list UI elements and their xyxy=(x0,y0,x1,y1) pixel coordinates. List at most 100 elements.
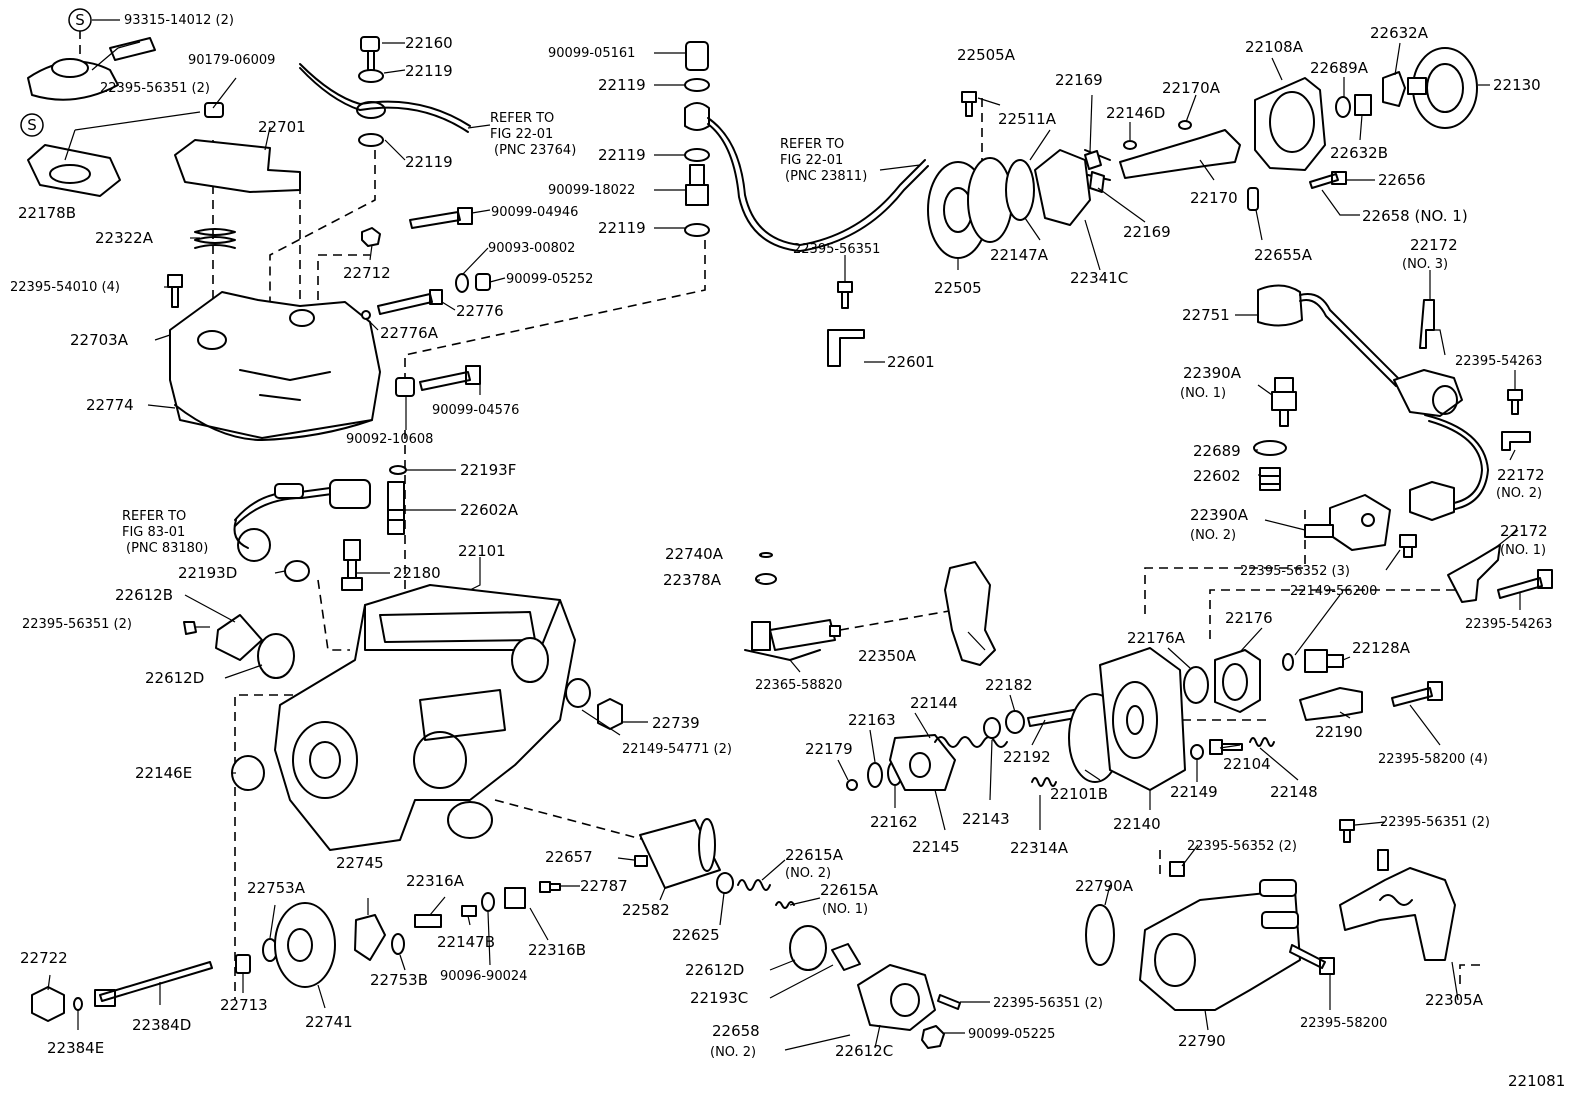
part-label: 22722 xyxy=(20,949,68,967)
part-label: 90092-10608 xyxy=(346,432,433,447)
ring-22612d-sketch xyxy=(257,633,295,679)
key-22169b-sketch xyxy=(1089,171,1105,193)
cover-22612c-sketch xyxy=(857,964,936,1031)
part-label: 22316B xyxy=(528,941,586,959)
shaft-22602a-sketch xyxy=(387,481,405,535)
part-label: 22169 xyxy=(1055,71,1103,89)
plate-22713-sketch xyxy=(235,954,251,974)
part-label: 22108A xyxy=(1245,38,1304,56)
part-label: 22384D xyxy=(132,1016,191,1034)
part-label: (NO. 2) xyxy=(710,1045,756,1060)
part-label: 22753A xyxy=(247,879,306,897)
plate-22612b-sketch xyxy=(215,614,263,661)
pump-22790-sketch xyxy=(1139,879,1301,1011)
part-label: 22790 xyxy=(1178,1032,1226,1050)
bolt-22395-54263-sketch xyxy=(1507,389,1523,415)
filter-22602-sketch xyxy=(1259,467,1281,491)
screw-22787-sketch xyxy=(539,881,561,893)
part-label: 22632B xyxy=(1330,144,1388,162)
speed-sensor-sketch xyxy=(27,37,156,101)
part-label: 22130 xyxy=(1493,76,1541,94)
part-label: 22316A xyxy=(406,872,465,890)
part-label: 22395-56351 (2) xyxy=(22,617,132,632)
part-label: 22149 xyxy=(1170,783,1218,801)
bracket-22172-no1-sketch xyxy=(1447,544,1501,603)
plug-90099-05252-sketch xyxy=(475,273,491,291)
part-label: (PNC 83180) xyxy=(126,541,208,556)
part-label: REFER TO xyxy=(780,137,844,152)
part-label: 22147B xyxy=(437,933,495,951)
part-label: 90096-90024 xyxy=(440,969,527,984)
part-label: 22395-56351 xyxy=(793,242,880,257)
part-label: 22395-56352 (2) xyxy=(1187,839,1297,854)
part-label: 22119 xyxy=(598,76,646,94)
part-label: 22776 xyxy=(456,302,504,320)
part-label: 22390A xyxy=(1183,364,1242,382)
part-label: 22395-54010 (4) xyxy=(10,280,120,295)
part-label: 22119 xyxy=(405,62,453,80)
part-label: 90179-06009 xyxy=(188,53,275,68)
part-label: 22193F xyxy=(460,461,516,479)
part-label: 22740A xyxy=(665,545,724,563)
sleeve-22632b-sketch xyxy=(1354,94,1372,116)
pump-housing-sketch xyxy=(274,584,576,851)
part-label: 22655A xyxy=(1254,246,1313,264)
part-label: 22341C xyxy=(1070,269,1128,287)
bush-22146e-sketch xyxy=(231,755,265,791)
plate-22350a-sketch xyxy=(944,561,996,666)
part-label: 22790A xyxy=(1075,877,1134,895)
part-label: 22615A xyxy=(785,846,844,864)
part-label: 22147A xyxy=(990,246,1049,264)
part-label: 22176A xyxy=(1127,629,1186,647)
symbol-s-2: S xyxy=(20,113,44,137)
ring-22170a-sketch xyxy=(1178,120,1192,130)
part-label: (NO. 1) xyxy=(1180,386,1226,401)
bolt-90099-04946-sketch xyxy=(409,207,473,229)
part-label: 22305A xyxy=(1425,991,1484,1009)
part-label: (PNC 23764) xyxy=(494,143,576,158)
part-label: 22658 (NO. 1) xyxy=(1362,207,1468,225)
part-label: 22656 xyxy=(1378,171,1426,189)
gear-22741-sketch xyxy=(274,902,336,988)
part-label: 22787 xyxy=(580,877,628,895)
symbol-s-1: S xyxy=(68,8,92,32)
spring-22193c-sketch xyxy=(831,943,861,971)
part-label: 22144 xyxy=(910,694,958,712)
part-label: 22511A xyxy=(998,110,1057,128)
governor-cover-sketch xyxy=(169,291,381,441)
part-label: 22119 xyxy=(405,153,453,171)
part-label: 22172 xyxy=(1410,236,1458,254)
part-label: REFER TO xyxy=(490,111,554,126)
part-label: 22395-58200 (4) xyxy=(1378,752,1488,767)
part-label: 90099-05225 xyxy=(968,1027,1055,1042)
part-label: 22615A xyxy=(820,881,879,899)
part-label: 22776A xyxy=(380,324,439,342)
bolt-22395-58200-lower-sketch xyxy=(1289,944,1335,975)
nut-22776a-sketch xyxy=(361,310,371,320)
leader-lines xyxy=(47,19,1521,1051)
symbol-s-2-text: S xyxy=(27,116,37,134)
part-label: 22101B xyxy=(1050,785,1108,803)
valve-22190-sketch xyxy=(1299,687,1363,721)
ring-22612d-lower-sketch xyxy=(789,925,827,971)
part-label: 22658 xyxy=(712,1022,760,1040)
ring-22625-sketch xyxy=(716,872,734,894)
ring-22149-sketch xyxy=(1190,744,1204,760)
part-sketches xyxy=(27,36,1553,1049)
part-label: 22119 xyxy=(598,219,646,237)
part-label: 22505 xyxy=(934,279,982,297)
part-label: 22322A xyxy=(95,229,154,247)
bolt-22395-56352-sketch xyxy=(1399,534,1417,558)
valve-22739-sketch xyxy=(597,698,623,730)
part-label: 22190 xyxy=(1315,723,1363,741)
spring-22148-sketch xyxy=(1249,737,1275,747)
sleeve-sketch xyxy=(204,102,224,118)
bolt-22395-56351-lower-sketch xyxy=(937,994,961,1010)
part-label: 22163 xyxy=(848,711,896,729)
bracket-22172-no2-sketch xyxy=(1501,431,1531,451)
bolt-sketch xyxy=(167,274,183,308)
part-label: 22162 xyxy=(870,813,918,831)
bolt-22395-56352-2-sketch xyxy=(1169,861,1185,877)
pin-22657-sketch xyxy=(634,855,648,867)
